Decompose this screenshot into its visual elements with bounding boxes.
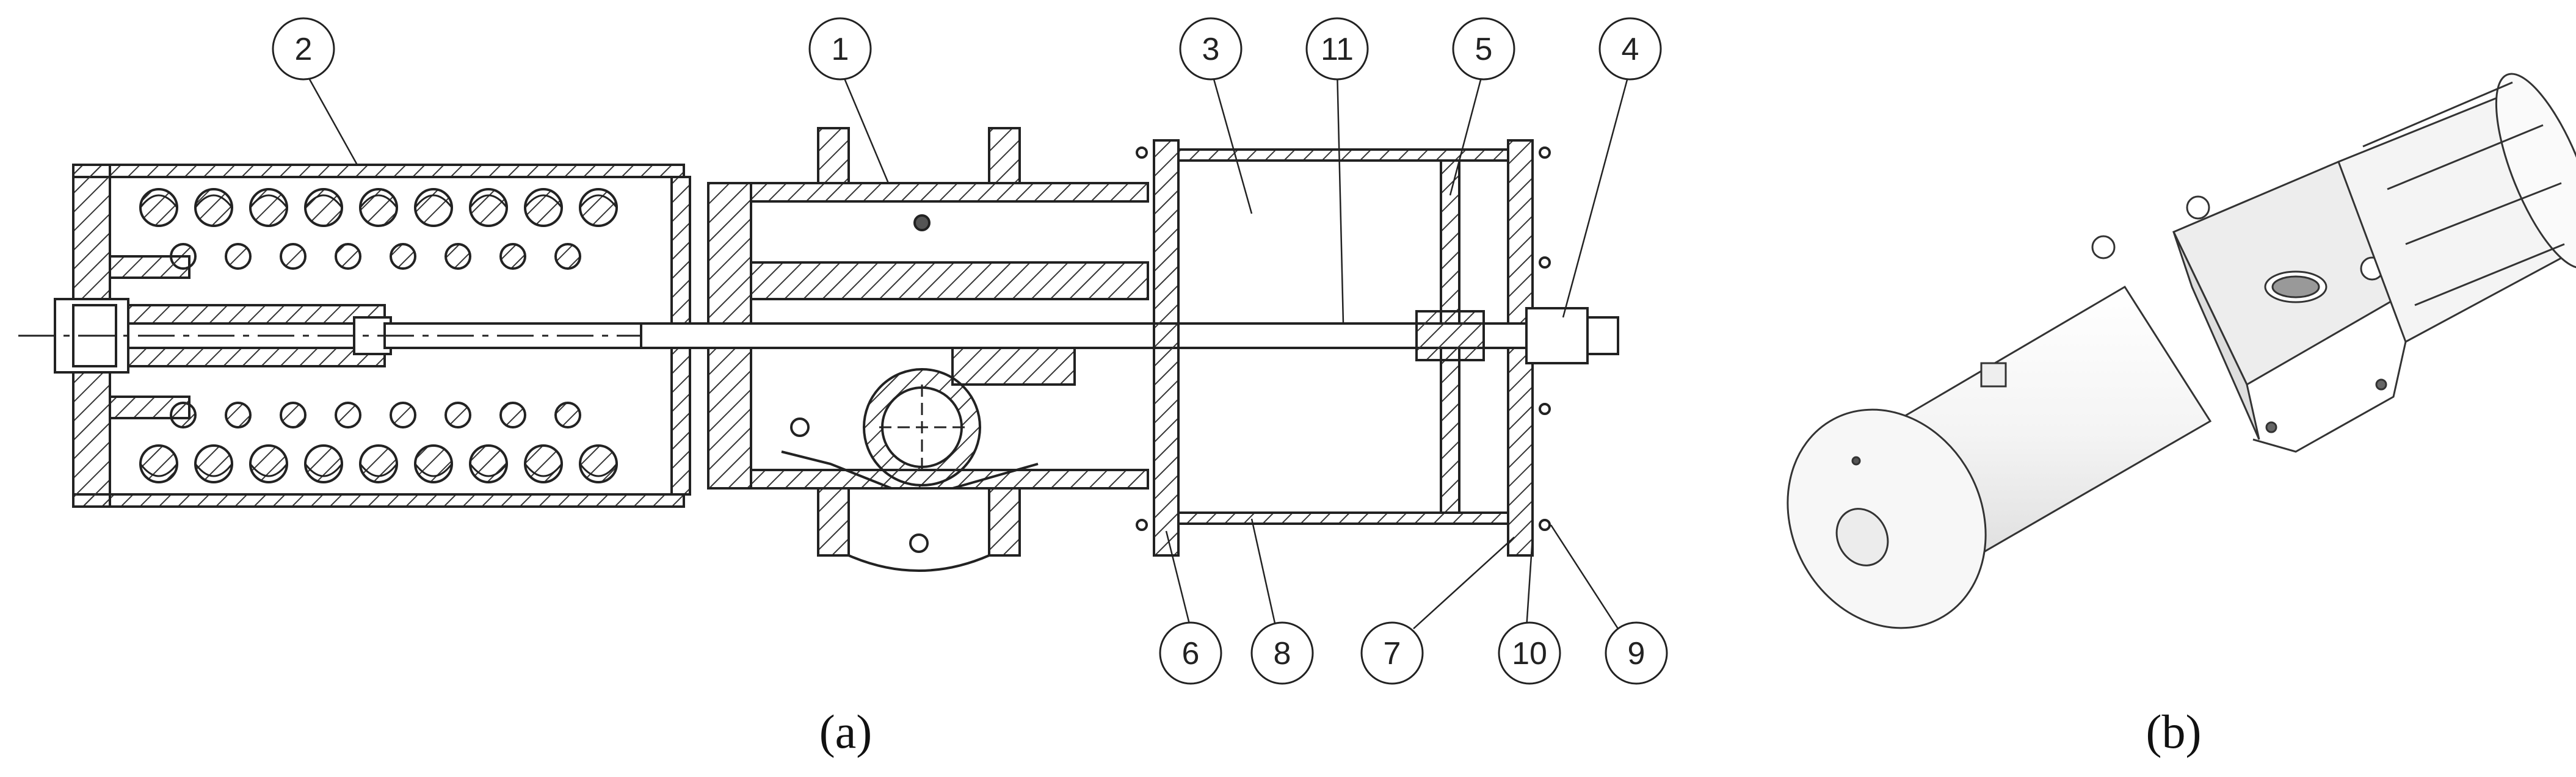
- spring-guide-rod: [18, 255, 1618, 419]
- callout-11-label: 11: [1321, 32, 1354, 67]
- panel-a-caption: (a): [819, 705, 873, 758]
- callout-5-label: 5: [1475, 32, 1493, 67]
- callout-7-label: 7: [1384, 636, 1401, 671]
- callout-3: 3: [1179, 17, 1243, 81]
- callout-4-label: 4: [1622, 32, 1639, 67]
- cross-section-drawing: [18, 68, 1631, 629]
- isometric-render: [1787, 73, 2576, 629]
- spring-canister-endcap: [1787, 408, 1987, 629]
- callout-6: 6: [1159, 621, 1222, 685]
- callout-4: 4: [1598, 17, 1662, 81]
- callout-9: 9: [1605, 621, 1668, 685]
- callout-3-label: 3: [1202, 32, 1220, 67]
- panel-b-caption: (b): [2146, 705, 2202, 758]
- central-housing: [640, 127, 1180, 572]
- leader-lines: [302, 68, 1631, 629]
- callout-9-label: 9: [1628, 636, 1645, 671]
- callout-2-label: 2: [295, 32, 313, 67]
- callout-8: 8: [1250, 621, 1314, 685]
- callout-2: 2: [272, 17, 335, 81]
- spring-coil-outlines: [139, 194, 618, 477]
- callout-5: 5: [1452, 17, 1515, 81]
- callout-7: 7: [1360, 621, 1424, 685]
- pneumatic-cylinder: [1136, 139, 1619, 557]
- callout-1: 1: [808, 17, 872, 81]
- callout-8-label: 8: [1274, 636, 1291, 671]
- callout-1-label: 1: [832, 32, 849, 67]
- callout-6-label: 6: [1182, 636, 1200, 671]
- callout-11: 11: [1305, 17, 1369, 81]
- endcap-boss: [1835, 508, 1889, 566]
- callout-10: 10: [1498, 621, 1561, 685]
- callout-10-label: 10: [1512, 636, 1547, 671]
- callout-bubbles: 1 2 3 4 5 6 7 8: [272, 17, 1668, 685]
